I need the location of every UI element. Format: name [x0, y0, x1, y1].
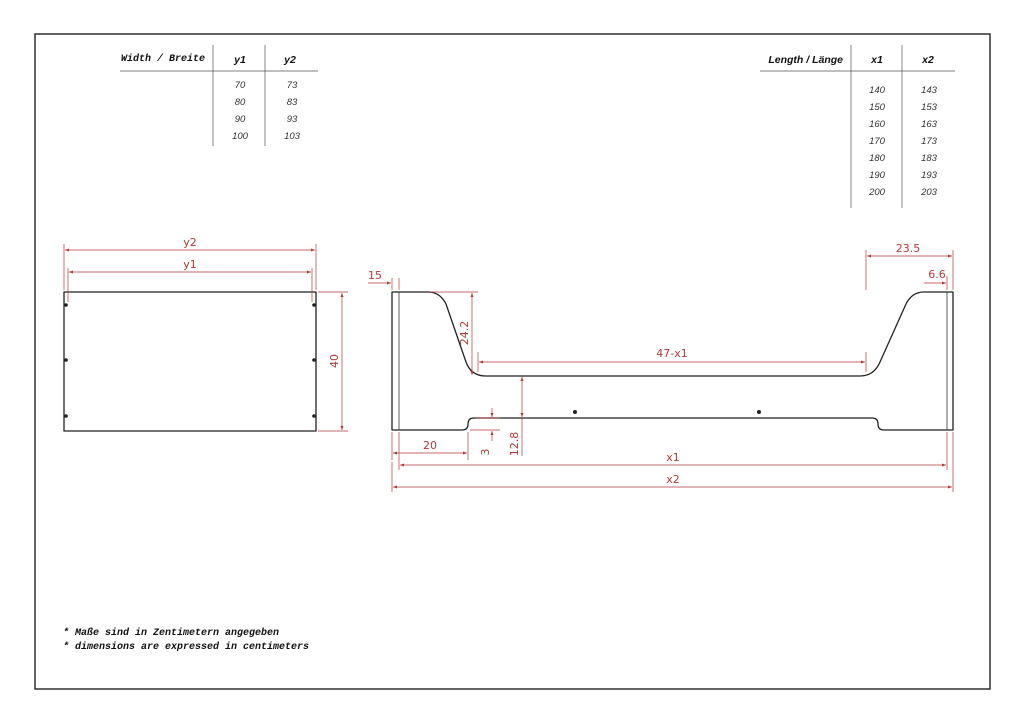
- length-table-col-x1: x1: [870, 54, 883, 66]
- dim-label-y1: y1: [183, 258, 197, 271]
- width-table: Width / Breite y1 y2 70 73 80 83 90 93 100 103: [120, 45, 318, 146]
- length-table: Length / Länge x1 x2 140 143 150 153 160 163 1…: [760, 45, 955, 208]
- length-table-cell-x1: 160: [869, 119, 886, 130]
- end-panel-hole: [64, 358, 68, 362]
- length-table-cell-x2: 143: [921, 85, 938, 96]
- end-view: y2 y1 40: [63, 236, 348, 432]
- note-english: * dimensions are expressed in centimeter…: [63, 641, 309, 653]
- dim-label-foot-thickness: 6.6: [928, 268, 946, 281]
- end-panel-hole: [64, 414, 68, 418]
- width-table-cell-y1: 70: [235, 80, 246, 91]
- length-table-cell-x2: 183: [921, 153, 938, 164]
- width-table-col-y1: y1: [233, 54, 246, 66]
- dim-label-height: 40: [328, 354, 341, 368]
- width-table-cell-y2: 73: [287, 80, 298, 91]
- side-panel-hole: [757, 410, 761, 414]
- length-table-cell-x2: 203: [920, 187, 938, 198]
- width-table-cell-y1: 100: [232, 131, 249, 142]
- dim-label-y2: y2: [183, 236, 197, 249]
- drawing-frame: [34, 33, 991, 690]
- notes: * Maße sind in Zentimetern angegeben * d…: [63, 627, 309, 653]
- length-table-cell-x2: 153: [921, 102, 938, 113]
- dim-label-head-height: 24.2: [458, 321, 471, 346]
- width-table-col-y2: y2: [283, 54, 296, 66]
- length-table-cell-x1: 200: [868, 187, 886, 198]
- width-table-cell-y2: 103: [284, 131, 301, 142]
- side-panel-outline: [391, 291, 954, 431]
- end-panel-hole: [312, 414, 316, 418]
- width-table-cell-y2: 83: [287, 97, 298, 108]
- width-table-cell-y2: 93: [287, 114, 298, 125]
- end-panel-hole: [312, 358, 316, 362]
- length-table-cell-x1: 140: [869, 85, 886, 96]
- dim-label-foot-width: 23.5: [896, 242, 921, 255]
- side-view: 15 24.2 47-x1 23.5 6.6 20 3 12.8: [368, 242, 954, 492]
- dim-label-x2: x2: [666, 473, 680, 486]
- end-panel-outline: [63, 291, 317, 432]
- width-table-cell-y1: 80: [235, 97, 246, 108]
- width-table-cell-y1: 90: [235, 114, 246, 125]
- width-table-header: Width / Breite: [121, 53, 205, 65]
- length-table-cell-x1: 180: [869, 153, 886, 164]
- dim-label-recess: 3: [479, 449, 492, 456]
- length-table-cell-x1: 150: [869, 102, 886, 113]
- length-table-cell-x1: 170: [869, 136, 886, 147]
- dim-label-leg-offset: 20: [423, 439, 437, 452]
- dim-label-inner-length: 47-x1: [656, 347, 687, 360]
- length-table-col-x2: x2: [921, 54, 934, 66]
- length-table-cell-x2: 163: [921, 119, 938, 130]
- dim-label-x1: x1: [666, 451, 680, 464]
- length-table-header: Length / Länge: [768, 54, 843, 66]
- end-panel-hole: [312, 303, 316, 307]
- note-german: * Maße sind in Zentimetern angegeben: [63, 627, 279, 639]
- side-panel-hole: [573, 410, 577, 414]
- length-table-cell-x2: 173: [921, 136, 938, 147]
- dim-label-end-thickness: 15: [368, 269, 382, 282]
- end-panel-hole: [64, 303, 68, 307]
- dim-label-side-height: 12.8: [508, 432, 521, 457]
- length-table-cell-x1: 190: [869, 170, 886, 181]
- length-table-cell-x2: 193: [921, 170, 938, 181]
